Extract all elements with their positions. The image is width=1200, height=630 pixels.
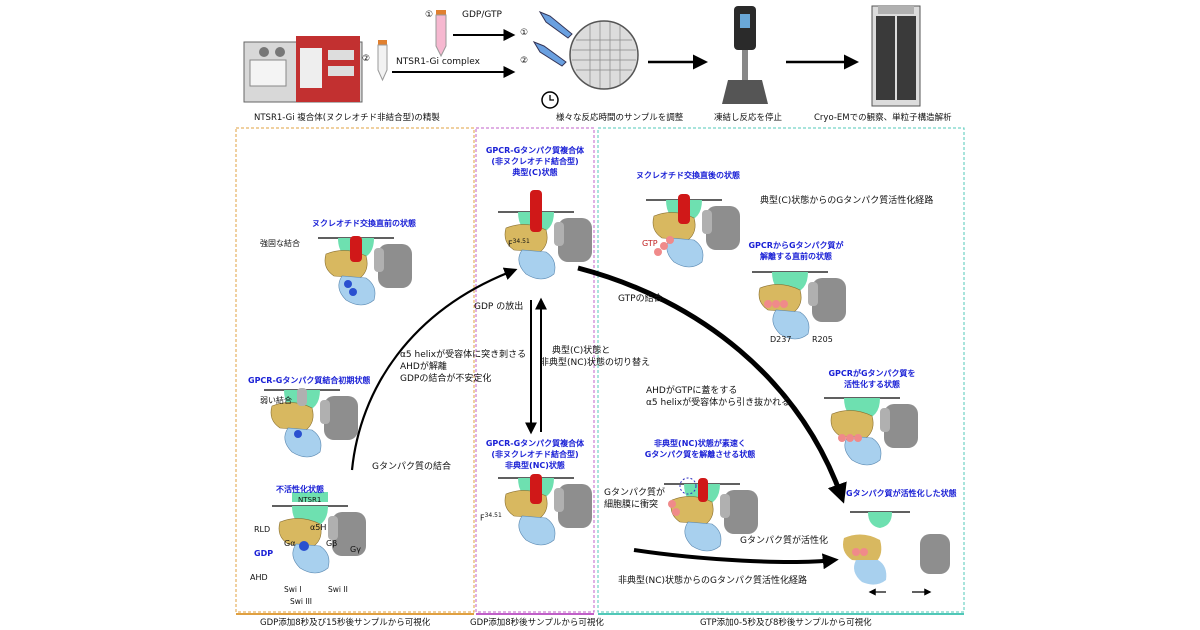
f-superscript: 34.51 <box>512 238 530 245</box>
sample-tube-icon <box>435 10 447 58</box>
label-collide-line1: Gタンパク質が <box>604 488 665 498</box>
step1-number: ① <box>425 10 434 20</box>
complex-inactive <box>271 492 367 574</box>
gdp-gtp-label: GDP/GTP <box>462 10 502 20</box>
label-activated-state: Gタンパク質が活性化した状態 <box>846 489 957 498</box>
complex-nc-state <box>497 474 593 546</box>
label-a5h: α5H <box>310 523 327 532</box>
label-gtp-binding: GTPの結合 <box>618 294 663 304</box>
panel-middle-frame <box>475 127 595 613</box>
label-swi2: Swi II <box>328 585 348 594</box>
em-grid-icon <box>569 20 639 90</box>
label-nc-rapid-line1: 非典型(NC)状態が素速く <box>654 439 746 448</box>
label-switch-line2: 非典型(NC)状態の切り替え <box>540 358 651 368</box>
label-r205: R205 <box>812 335 833 344</box>
complex-stabilize <box>823 397 919 466</box>
footer-middle: GDP添加8秒後サンプルから可視化 <box>470 618 604 628</box>
caption-freeze: 凍結し反応を停止 <box>714 113 783 123</box>
c-title-line3: 典型(C)状態 <box>512 168 558 177</box>
footer-left: GDP添加8秒及び15秒後サンプルから可視化 <box>260 618 431 628</box>
panel-right-frame <box>597 127 965 613</box>
label-gtp: GTP <box>642 239 658 248</box>
complex-activated <box>843 511 950 585</box>
label-ahd-cap-line2: α5 helixが受容体から引き抜かれる <box>646 398 791 408</box>
nc-title-line1: GPCR-Gタンパク質複合体 <box>485 439 585 448</box>
label-initial-state: GPCR-Gタンパク質結合初期状態 <box>248 376 371 385</box>
label-pre-dissoc-line1: GPCRからGタンパク質が <box>748 241 844 250</box>
c-title-line1: GPCR-Gタンパク質複合体 <box>485 146 585 155</box>
grid-number-1: ① <box>520 28 529 38</box>
clock-icon <box>541 91 559 109</box>
f-label-nc: F34.51 <box>480 510 502 524</box>
f-label-c: F34.51 <box>508 236 530 250</box>
label-swi3: Swi III <box>290 597 312 606</box>
caption-purify: NTSR1-Gi 複合体(ヌクレオチド非結合型)の精製 <box>254 113 440 123</box>
complex-nc-rapid <box>663 477 759 552</box>
label-swi1: Swi I <box>284 585 302 594</box>
step2-number: ② <box>362 54 371 64</box>
label-collide-line2: 細胞膜に衝突 <box>604 500 659 510</box>
label-g-binding: Gタンパク質の結合 <box>372 462 451 472</box>
complex-c-state <box>497 190 593 280</box>
label-pathway-nc: 非典型(NC)状態からのGタンパク質活性化経路 <box>618 576 808 586</box>
label-pre-dissoc-line2: 解離する直前の状態 <box>760 252 832 261</box>
nc-title-line2: (非ヌクレオチド結合型) <box>491 450 579 459</box>
fplc-instrument-icon <box>243 36 363 103</box>
caption-sample: 様々な反応時間のサンプルを調整 <box>556 113 684 123</box>
arrow-g-binding <box>350 267 518 471</box>
label-switch-line1: 典型(C)状態と <box>552 346 611 356</box>
cryo-em-microscope-icon <box>871 5 921 107</box>
footer-right: GTP添加0-5秒及び8秒後サンプルから可視化 <box>700 618 872 628</box>
label-a5-line2: AHDが解離 <box>400 362 447 372</box>
caption-cryoem: Cryo-EMでの観察、単粒子構造解析 <box>814 113 952 123</box>
sample-tube-icon <box>377 40 388 82</box>
label-gy: Gγ <box>350 545 361 554</box>
nc-title-line3: 非典型(NC)状態 <box>505 461 565 470</box>
complex-label: NTSR1-Gi complex <box>396 57 480 67</box>
complex-initial <box>263 388 359 458</box>
label-stabilize-line2: 活性化する状態 <box>844 380 900 389</box>
f-letter: F <box>480 513 485 523</box>
label-a5-line1: α5 helixが受容体に突き刺さる <box>400 350 527 360</box>
label-nc-rapid-line2: Gタンパク質を解離させる状態 <box>644 450 756 459</box>
label-post-exchange: ヌクレオチド交換直後の状態 <box>636 171 740 180</box>
complex-pre-exchange <box>317 236 413 306</box>
panel-left-frame <box>235 127 475 613</box>
pipette-icon <box>532 10 573 67</box>
arrow-c-pathway <box>577 265 847 504</box>
label-rld: RLD <box>254 525 271 534</box>
complex-pre-dissociation <box>751 271 847 340</box>
label-stabilize-line1: GPCRがGタンパク質を <box>828 369 916 378</box>
complex-post-exchange <box>645 194 741 268</box>
vitrobot-icon <box>722 6 768 104</box>
label-pathway-c: 典型(C)状態からのGタンパク質活性化経路 <box>760 196 934 206</box>
label-inactive-state: 不活性化状態 <box>276 485 324 494</box>
arrow-nc-pathway <box>633 548 839 570</box>
label-gdp: GDP <box>254 549 274 558</box>
label-d237: D237 <box>770 335 792 344</box>
label-a5-line3: GDPの結合が不安定化 <box>400 374 492 384</box>
label-ahd-cap-line1: AHDがGTPに蓋をする <box>646 386 738 396</box>
f-letter: F <box>508 239 513 249</box>
grid-number-2: ② <box>520 56 529 66</box>
label-gb: Gβ <box>326 539 338 548</box>
label-ahd: AHD <box>250 573 268 582</box>
label-ntsr1: NTSR1 <box>298 496 322 504</box>
label-ga: Gα <box>284 539 296 548</box>
label-gdp-release: GDP の放出 <box>474 302 524 312</box>
c-title-line2: (非ヌクレオチド結合型) <box>491 157 579 166</box>
label-strong-binding: 強固な結合 <box>260 239 300 248</box>
f-superscript: 34.51 <box>484 512 502 519</box>
label-pre-exchange: ヌクレオチド交換直前の状態 <box>312 219 416 228</box>
label-weak-binding: 弱い結合 <box>260 396 292 405</box>
label-g-activated: Gタンパク質が活性化 <box>740 536 828 546</box>
